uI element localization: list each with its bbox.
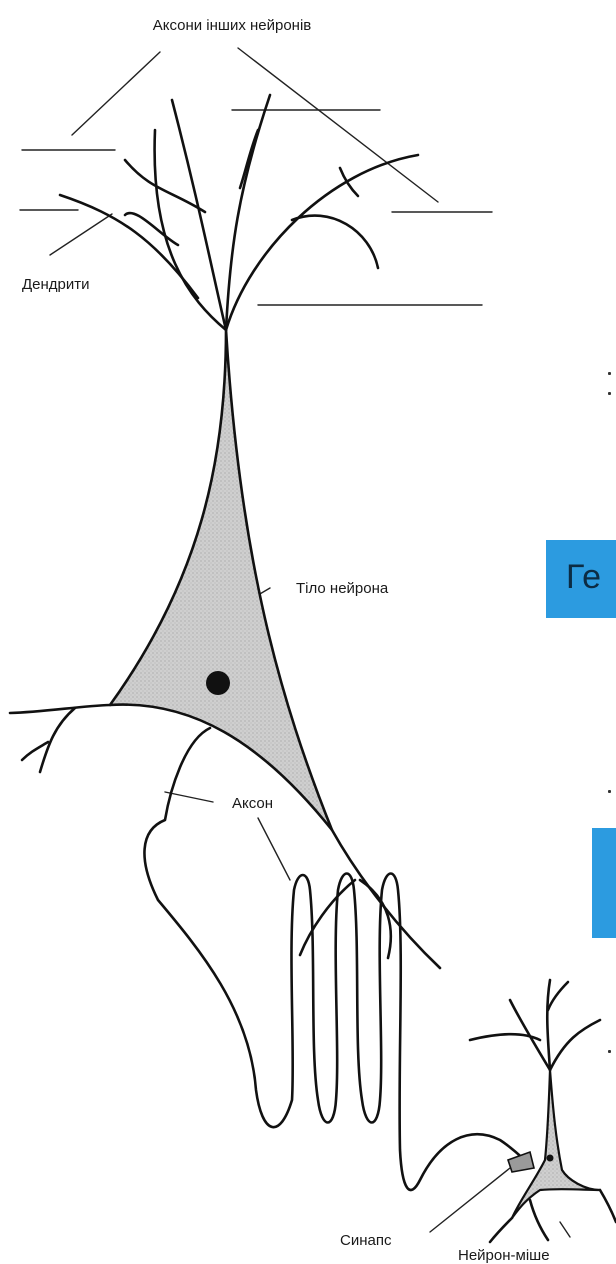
edge-mark-4 bbox=[608, 1050, 611, 1053]
label-axon: Аксон bbox=[232, 795, 273, 812]
right-panel-box-1-text: Ге bbox=[546, 540, 616, 597]
edge-mark-2 bbox=[608, 392, 611, 395]
right-panel-box-1: Ге bbox=[546, 540, 616, 618]
label-target-neuron: Нейрон-міше bbox=[458, 1247, 550, 1264]
target-neuron bbox=[470, 980, 616, 1242]
edge-mark-3 bbox=[608, 790, 611, 793]
label-synapse: Синапс bbox=[340, 1232, 392, 1249]
axon-path bbox=[144, 728, 528, 1190]
nucleus bbox=[206, 671, 230, 695]
right-panel-box-2-line1 bbox=[592, 828, 616, 840]
label-dendrites: Дендрити bbox=[22, 276, 90, 293]
right-panel-box-2-line2 bbox=[592, 840, 616, 846]
label-cell-body: Тіло нейрона bbox=[296, 580, 389, 597]
right-panel-box-2 bbox=[592, 828, 616, 938]
basal-dendrites bbox=[10, 705, 440, 968]
label-other-axons: Аксони інших нейронів bbox=[153, 17, 312, 34]
edge-mark-1 bbox=[608, 372, 611, 375]
dendrite-tree bbox=[60, 95, 418, 330]
synapse-terminal bbox=[508, 1152, 534, 1172]
